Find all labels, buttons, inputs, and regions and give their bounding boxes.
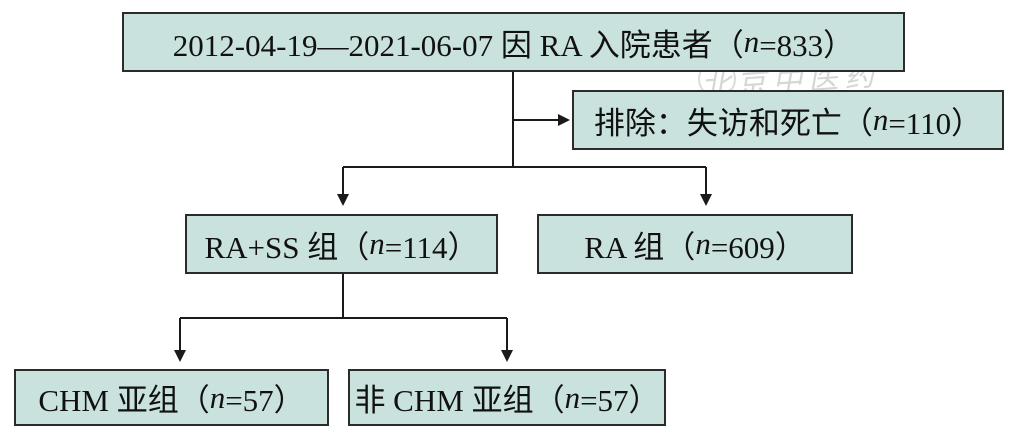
root-label-suffix: =833） [759, 27, 855, 63]
ra-ss-label-suffix: =114） [384, 229, 479, 265]
exclude-label-suffix: =110） [888, 105, 983, 141]
ra-label-n: n [695, 226, 711, 261]
exclude-box: 排除：失访和死亡（n=110） [572, 90, 1004, 150]
exclude-label-n: n [872, 102, 889, 137]
non-chm-label-prefix: 非 CHM 亚组（ [354, 383, 565, 418]
ra-label-prefix: RA 组（ [584, 229, 696, 265]
exclude-label-prefix: 排除：失访和死亡（ [593, 105, 873, 141]
ra-label-suffix: =609） [710, 229, 806, 265]
chm-label-prefix: CHM 亚组（ [38, 383, 210, 418]
ra-ss-label-prefix: RA+SS 组（ [204, 229, 370, 265]
ra-box: RA 组（n=609） [537, 214, 853, 274]
non-chm-label-suffix: =57） [580, 383, 660, 418]
chm-label-n: n [209, 379, 226, 415]
ra-ss-label-n: n [369, 226, 385, 261]
chm-box: CHM 亚组（n=57） [14, 369, 329, 426]
root-label-n: n [743, 24, 760, 59]
non-chm-label-n: n [564, 379, 581, 415]
ra-ss-box: RA+SS 组（n=114） [185, 214, 498, 274]
non-chm-box: 非 CHM 亚组（n=57） [348, 369, 666, 426]
root-label-prefix: 2012-04-19—2021-06-07 因 RA 入院患者（ [172, 27, 744, 63]
chm-label-suffix: =57） [225, 383, 305, 418]
root-box: 2012-04-19—2021-06-07 因 RA 入院患者（n=833） [122, 12, 905, 72]
